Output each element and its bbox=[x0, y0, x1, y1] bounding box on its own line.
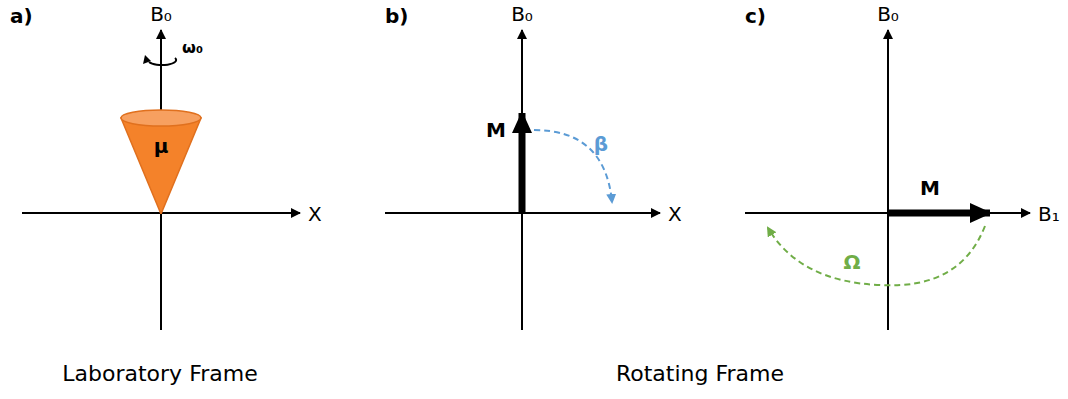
panel-letter: b) bbox=[385, 5, 408, 27]
cone-shape bbox=[119, 108, 203, 214]
magnetization-vector bbox=[519, 113, 526, 214]
panel-letter: a) bbox=[10, 5, 33, 27]
axis-label: X bbox=[308, 203, 322, 225]
vector-label: M bbox=[920, 177, 940, 199]
angle-label: β bbox=[594, 133, 608, 155]
frame-caption: Laboratory Frame bbox=[62, 362, 257, 386]
b1-axis bbox=[745, 212, 1030, 214]
axis-label: B₁ bbox=[1038, 203, 1060, 225]
rotation-arrowhead bbox=[143, 55, 151, 64]
precession-arc bbox=[768, 226, 985, 285]
flip-angle-arc bbox=[534, 130, 612, 202]
frequency-label: ω₀ bbox=[182, 39, 203, 57]
angle-label: Ω bbox=[843, 251, 860, 273]
axis-label: B₀ bbox=[877, 3, 899, 25]
magnetization-vector bbox=[887, 210, 990, 217]
moment-label: μ bbox=[119, 134, 203, 158]
frame-caption: Rotating Frame bbox=[616, 362, 784, 386]
axis-label: X bbox=[668, 203, 682, 225]
axis-label: B₀ bbox=[511, 3, 533, 25]
precession-cone: μ bbox=[119, 108, 203, 214]
rotation-arrow bbox=[149, 58, 176, 65]
b0-axis bbox=[521, 30, 523, 330]
vector-label: M bbox=[486, 119, 506, 141]
axis-label: B₀ bbox=[150, 3, 172, 25]
panel-letter: c) bbox=[745, 5, 766, 27]
